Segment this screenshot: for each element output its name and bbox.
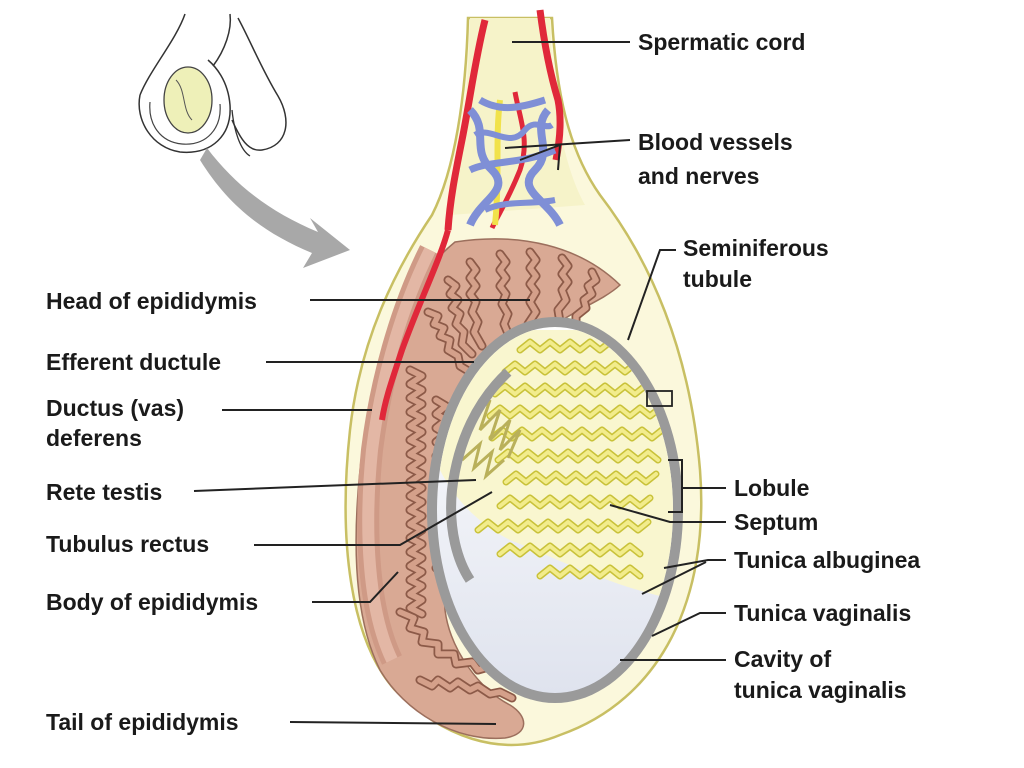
label-ductus-line1: Ductus (vas) [46, 395, 184, 421]
label-tubulus-rectus: Tubulus rectus [46, 531, 209, 557]
label-seminiferous-line2: tubule [683, 266, 752, 292]
label-lobule: Lobule [734, 475, 809, 501]
label-septum: Septum [734, 509, 818, 535]
label-blood-vessels-line2: and nerves [638, 163, 759, 189]
label-head-epididymis: Head of epididymis [46, 288, 257, 314]
label-blood-vessels-line1: Blood vessels [638, 129, 793, 155]
efferent-ductules [423, 247, 601, 377]
label-tunica-vaginalis: Tunica vaginalis [734, 600, 911, 626]
label-cavity-line1: Cavity of [734, 646, 831, 672]
label-spermatic-cord: Spermatic cord [638, 29, 805, 55]
label-efferent-ductule: Efferent ductule [46, 349, 221, 375]
label-cavity-line2: tunica vaginalis [734, 677, 907, 703]
inset-thumbnail [138, 13, 287, 157]
seminiferous-lobules [437, 330, 673, 600]
label-tunica-albuginea: Tunica albuginea [734, 547, 920, 573]
blood-vessels-nerves [379, 9, 564, 421]
lobule-bracket [668, 459, 683, 513]
label-ductus-line2: deferens [46, 425, 142, 451]
tubule-square-marker [646, 390, 673, 407]
leader-lines [193, 41, 726, 725]
label-rete-testis: Rete testis [46, 479, 162, 505]
gray-arrow [200, 148, 350, 268]
label-body-epididymis: Body of epididymis [46, 589, 258, 615]
label-tail-epididymis: Tail of epididymis [46, 709, 239, 735]
label-seminiferous-line1: Seminiferous [683, 235, 829, 261]
